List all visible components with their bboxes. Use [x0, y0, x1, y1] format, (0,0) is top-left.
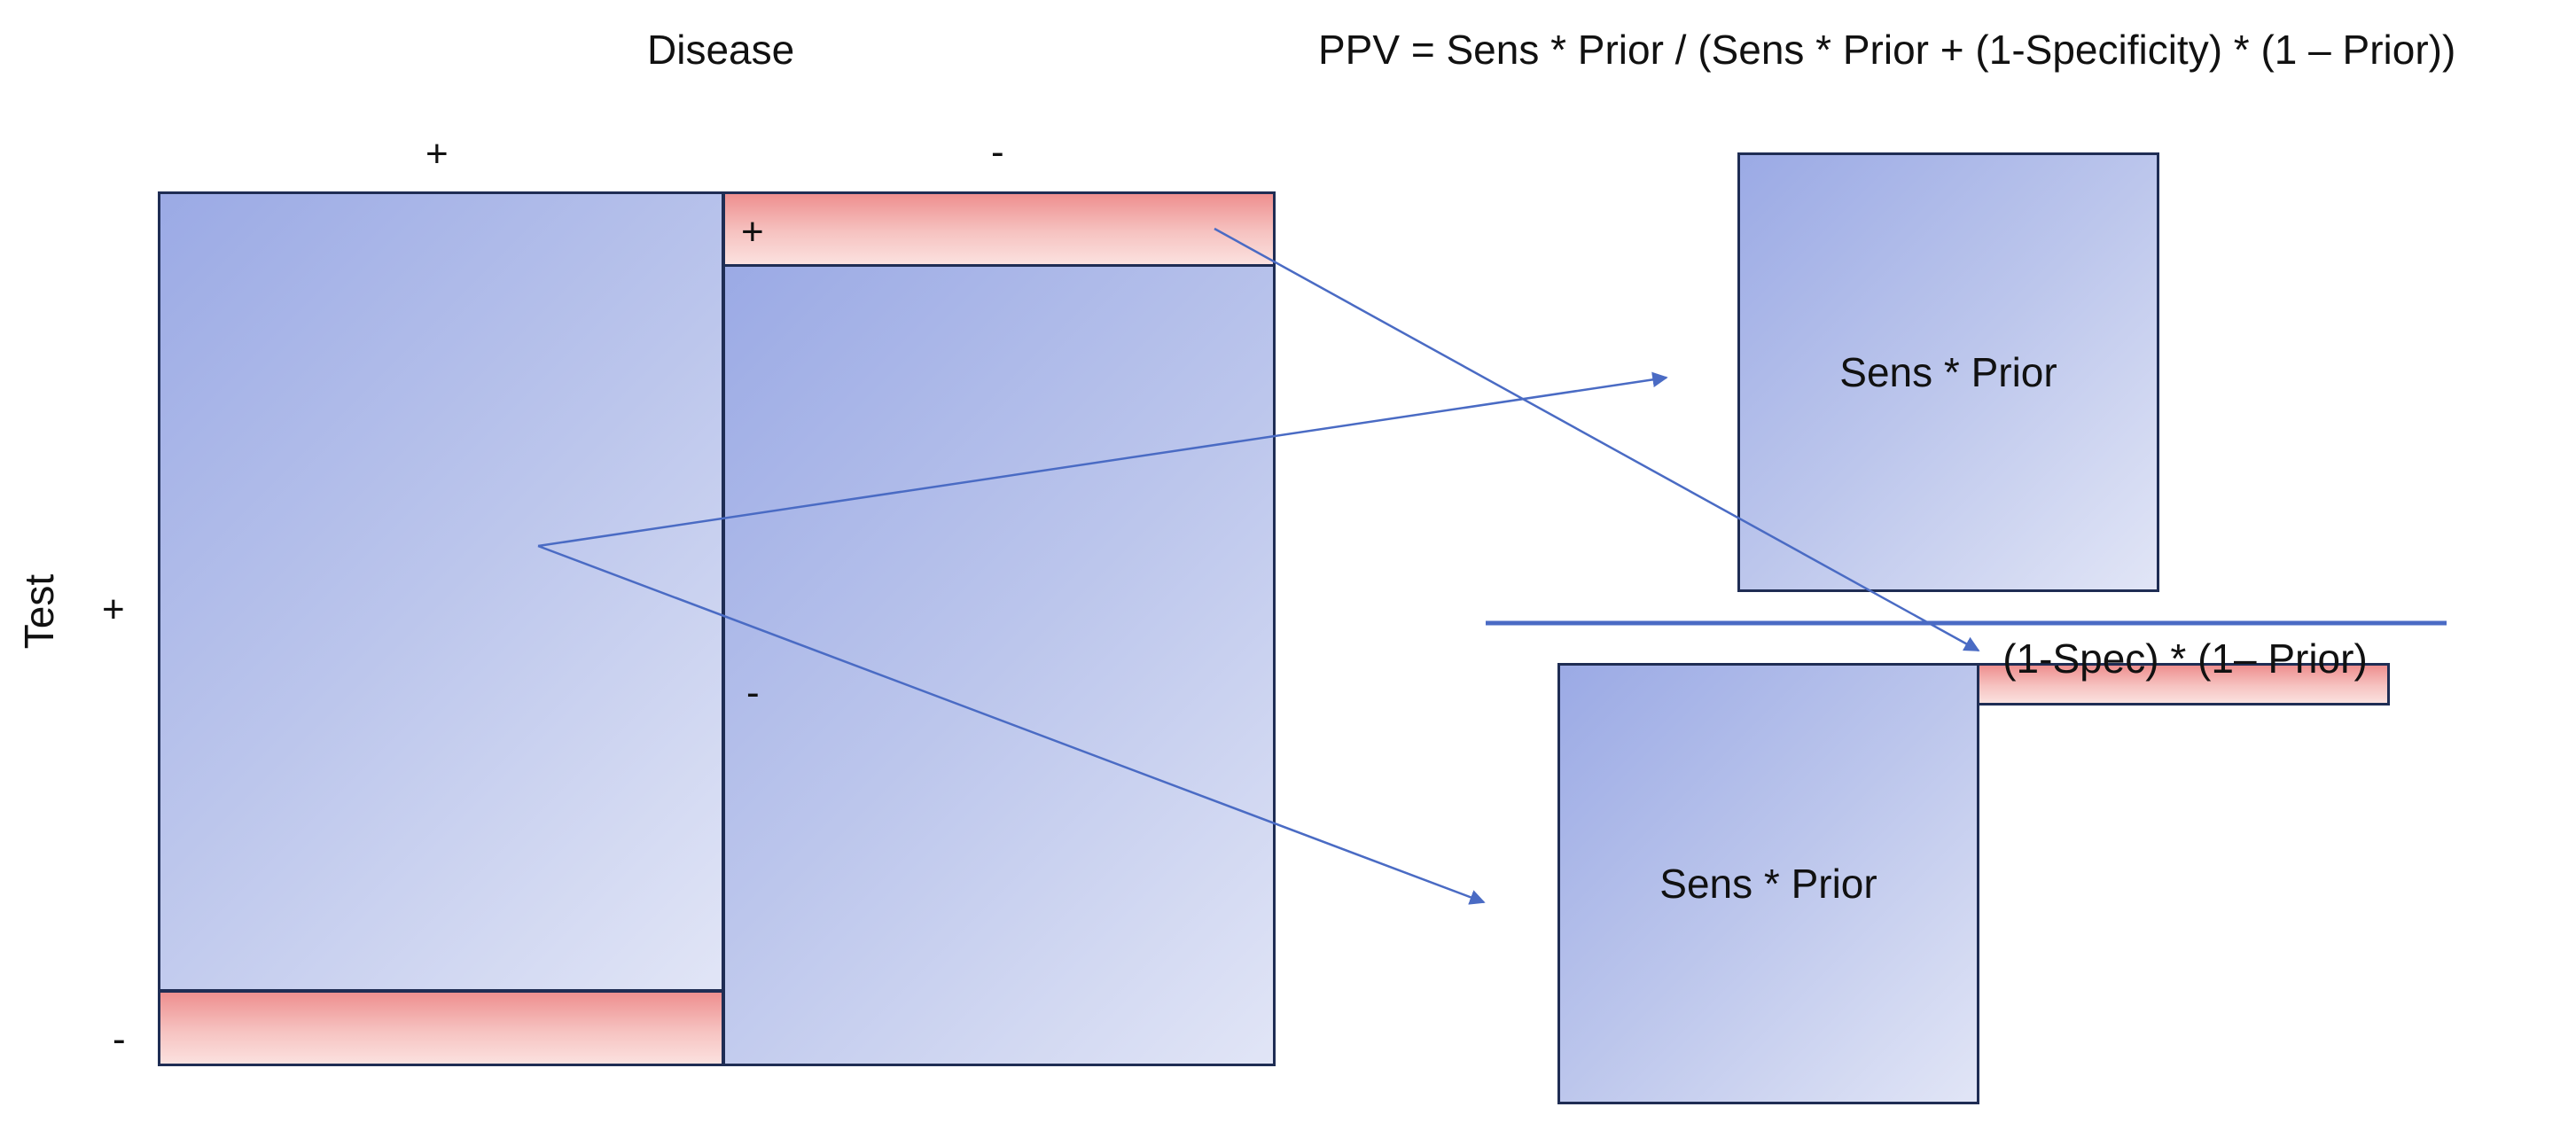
arrow-to-denominator: [537, 544, 1486, 905]
test-positive-header: +: [102, 588, 125, 631]
denominator-label: Sens * Prior: [1659, 861, 1877, 907]
numerator-label: Sens * Prior: [1839, 349, 2057, 395]
false-negative-region: [158, 990, 724, 1066]
test-negative-header: -: [113, 1017, 126, 1061]
arrow-to-numerator: [537, 371, 1668, 548]
true-positive-region: [158, 191, 724, 992]
disease-negative-header: -: [991, 130, 1004, 174]
denominator-false-positive-label: (1-Spec) * (1– Prior): [2002, 635, 2368, 682]
denominator-false-positive-box: [1977, 663, 2390, 706]
denominator-box: Sens * Prior: [1557, 663, 1979, 1104]
disease-positive-header: +: [425, 132, 449, 175]
ppv-formula: PPV = Sens * Prior / (Sens * Prior + (1-…: [1318, 27, 2456, 73]
true-negative-sign: -: [746, 671, 760, 714]
false-positive-region: [722, 191, 1276, 267]
false-positive-sign: +: [741, 210, 764, 253]
disease-heading: Disease: [647, 27, 795, 73]
arrow-false-positive-to-denominator: [1214, 227, 1980, 652]
true-negative-region: [722, 263, 1276, 1066]
numerator-box: Sens * Prior: [1737, 152, 2159, 592]
